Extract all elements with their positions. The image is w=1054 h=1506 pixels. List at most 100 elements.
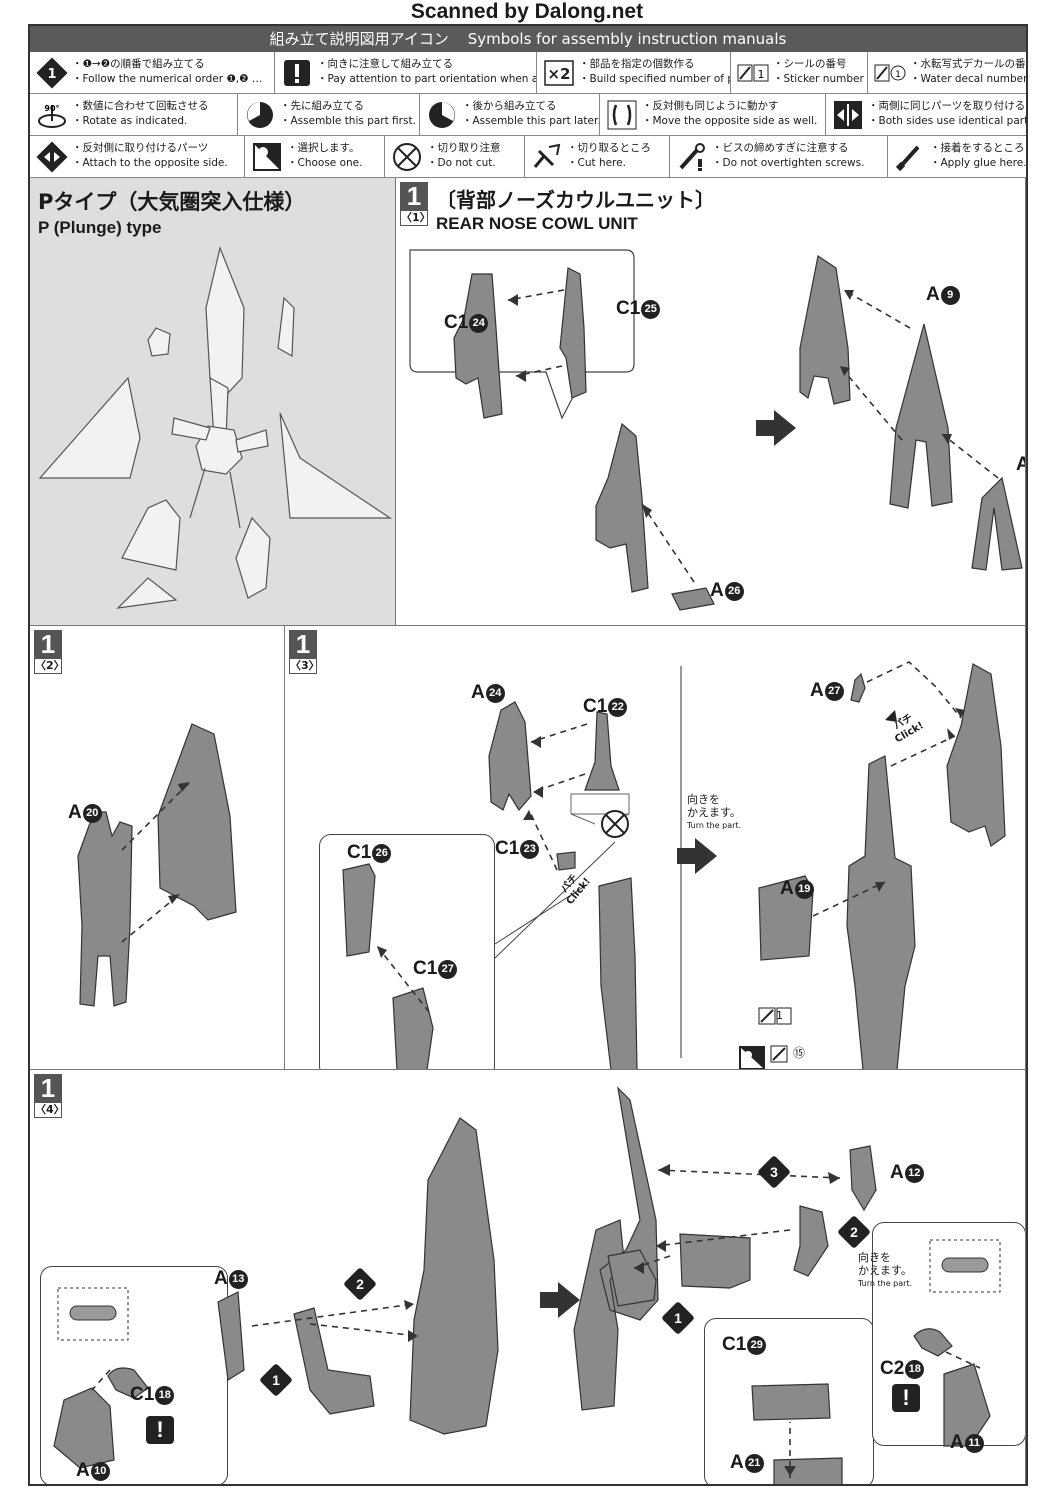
order-one-marker: 1 [259, 1363, 293, 1397]
assemble-later-icon [429, 102, 455, 128]
step4-illustration [53, 1086, 1001, 1484]
multiply-two-icon: ×2 [544, 60, 574, 86]
turn-part-note: 向きを かえます。Turn the part. [858, 1251, 913, 1289]
opposite-side-icon [36, 141, 68, 173]
instruction-page: 組み立て説明図用アイコン Symbols for assembly instru… [28, 24, 1028, 1486]
legend-en: ・Do not overtighten screws. [712, 157, 865, 169]
legend-item: 1 ・❶→❷の順番で組み立てる・Follow the numerical ord… [30, 52, 275, 94]
step-indicator: 1 〈2〉 [34, 630, 65, 674]
legend-jp: ・向きに注意して組み立てる [317, 58, 454, 70]
legend-en: ・Sticker number [773, 73, 864, 85]
step1-title-en: REAR NOSE COWL UNIT [436, 214, 638, 233]
step-1-4-panel: 1 〈4〉 [30, 1070, 1026, 1484]
svg-text:1: 1 [895, 70, 901, 80]
rotate-90-icon: 90° [38, 104, 66, 128]
order-two-marker: 2 [343, 1267, 377, 1301]
step-number: 1 [400, 182, 428, 210]
step3-illustration [342, 661, 1006, 1069]
part-label: A18 [1016, 454, 1025, 476]
exclamation-icon [284, 60, 310, 86]
legend-en: ・Rotate as indicated. [72, 115, 188, 127]
step-indicator: 1 〈1〉 [400, 182, 431, 226]
turn-part-note: 向きを かえます。Turn the part. [687, 793, 742, 831]
step-1-3-panel: 1 〈3〉 [285, 626, 1026, 1070]
legend-en: ・Build specified number of parts. [579, 73, 730, 85]
legend-jp: ・両側に同じパーツを取り付ける [868, 100, 1026, 112]
step2-illustration [77, 723, 237, 1007]
exploded-view-illustration [38, 246, 392, 609]
legend-jp: ・先に組み立てる [280, 100, 364, 112]
sub-step: 〈3〉 [289, 658, 320, 674]
legend-en: ・Follow the numerical order ❶,❷ … [72, 73, 263, 85]
sticker-number-icon: 1 [737, 64, 769, 82]
legend-en: ・Apply glue here. [930, 157, 1026, 169]
legend-en: ・Attach to the opposite side. [72, 157, 228, 169]
step-indicator: 1 〈3〉 [289, 630, 320, 674]
decal-number: ⑮ [793, 1046, 806, 1060]
plunge-title-en: P (Plunge) type [38, 218, 162, 237]
legend-jp: ・切り取り注意 [427, 142, 501, 154]
do-not-cut-icon [393, 143, 421, 171]
legend-item: ・切り取り注意・Do not cut. [385, 136, 525, 178]
legend-jp: ・部品を指定の個数作る [579, 58, 695, 70]
legend-jp: ・水転写式デカールの番号 [910, 58, 1026, 70]
legend-item: ・接着をするところ・Apply glue here. [888, 136, 1026, 178]
choose-one-icon [253, 143, 281, 171]
watermark: Scanned by Dalong.net [410, 0, 644, 23]
water-decal-icon: 1 [874, 64, 906, 82]
glue-icon [895, 145, 920, 172]
legend-en: ・Do not cut. [427, 157, 496, 169]
legend-item: ×2 ・部品を指定の個数作る・Build specified number of… [537, 52, 731, 94]
legend-en: ・Water decal number [910, 73, 1026, 85]
legend-en: ・Assemble this part later. [462, 115, 600, 127]
legend-jp: ・ビスの締めすぎに注意する [712, 142, 849, 154]
legend-jp: ・後から組み立てる [462, 100, 557, 112]
legend-item: ・反対側に取り付けるパーツ・Attach to the opposite sid… [30, 136, 245, 178]
legend-item: ・後から組み立てる・Assemble this part later. [420, 94, 600, 136]
cut-here-icon [533, 143, 561, 168]
legend-item: ・ビスの締めすぎに注意する・Do not overtighten screws. [670, 136, 888, 178]
step-number: 1 [34, 630, 62, 658]
legend-jp: ・シールの番号 [773, 58, 847, 70]
legend-row: 90° ・数値に合わせて回転させる・Rotate as indicated. ・… [30, 94, 1026, 136]
next-step-arrow [677, 838, 717, 874]
step-number: 1 [34, 1074, 62, 1102]
legend-item: ・向きに注意して組み立てる・Pay attention to part orie… [275, 52, 537, 94]
legend-jp: ・数値に合わせて回転させる [72, 100, 209, 112]
legend-item: ・先に組み立てる・Assemble this part first. [238, 94, 420, 136]
assemble-first-icon [247, 102, 273, 128]
step-number: 1 [289, 630, 317, 658]
legend-en: ・Cut here. [567, 157, 626, 169]
step-1-1-panel: 1 〈1〉 〔背部ノーズカウルユニット〕 REAR NOSE COWL UNIT [396, 178, 1026, 626]
orientation-caution-icon: ! [146, 1416, 174, 1444]
legend-item: ・選択します。・Choose one. [245, 136, 385, 178]
svg-text:90°: 90° [44, 104, 59, 113]
legend-jp: ・選択します。 [287, 142, 360, 154]
legend-jp: ・反対側に取り付けるパーツ [72, 142, 209, 154]
order-three-marker: 3 [757, 1155, 791, 1189]
legend-en: ・Move the opposite side as well. [642, 115, 818, 127]
screw-caution-icon [679, 143, 705, 171]
mirror-move-icon [607, 100, 637, 130]
block-inset [704, 1318, 874, 1484]
svg-text:×2: ×2 [547, 65, 570, 83]
legend-row: 1 ・❶→❷の順番で組み立てる・Follow the numerical ord… [30, 52, 1026, 94]
legend-title-en: Symbols for assembly instruction manuals [467, 30, 787, 48]
legend-row: ・反対側に取り付けるパーツ・Attach to the opposite sid… [30, 136, 1026, 178]
svg-text:1: 1 [758, 68, 765, 81]
